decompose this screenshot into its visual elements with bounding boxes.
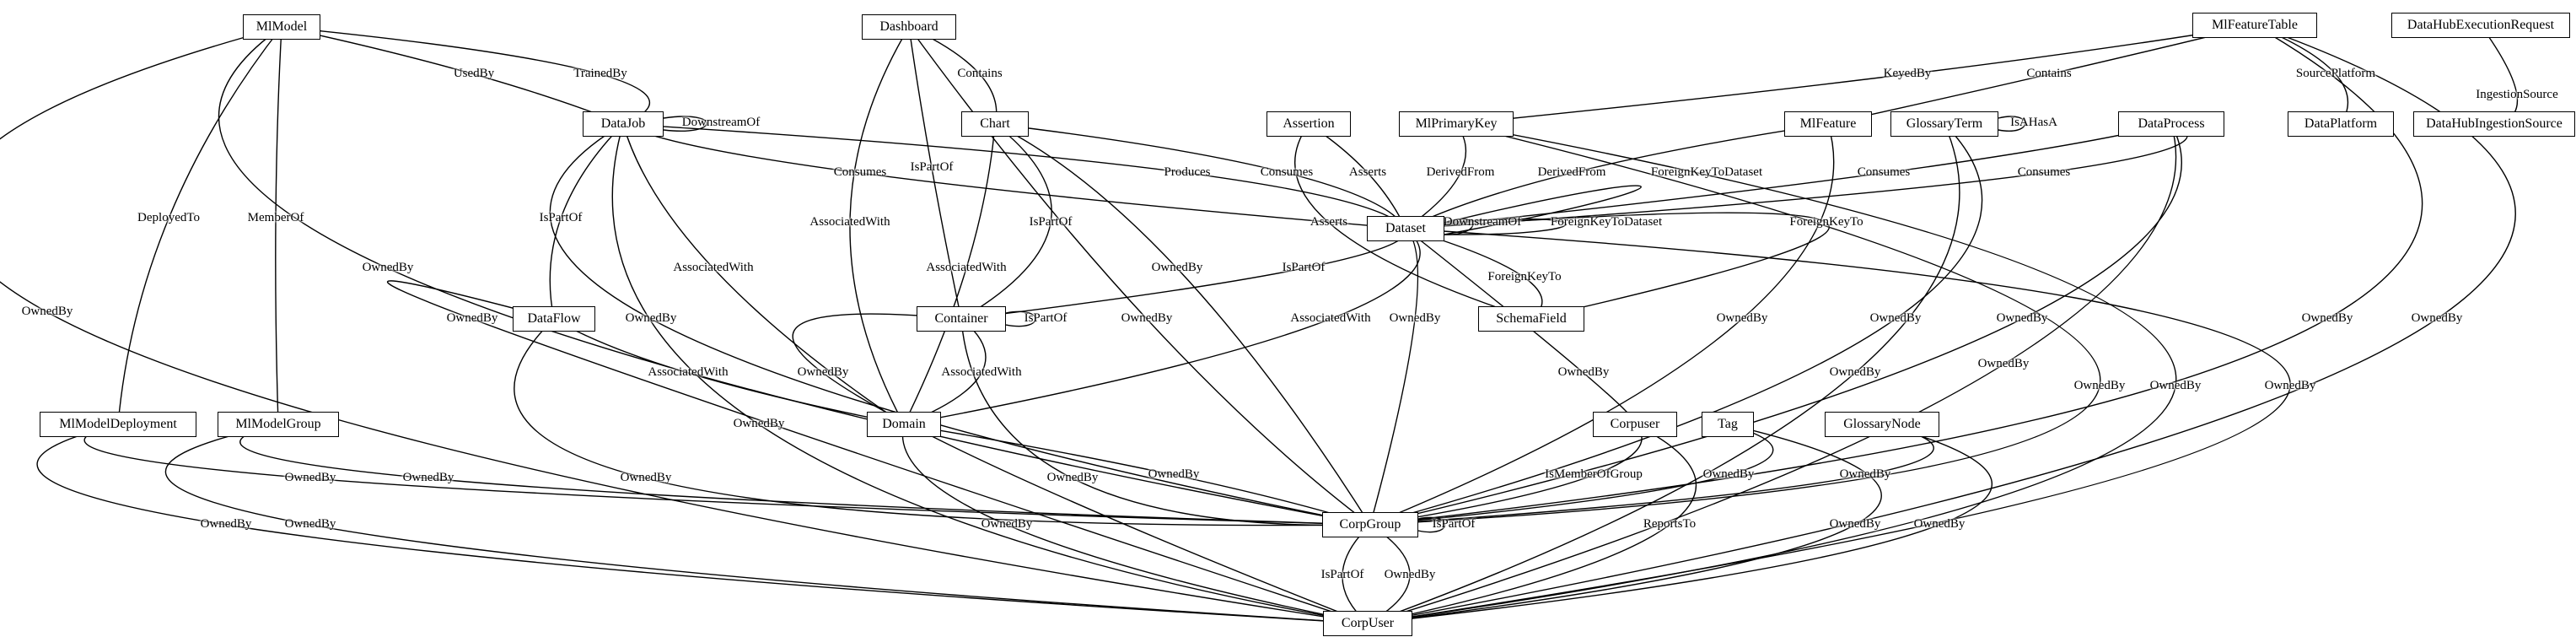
edge-dataset-dataset xyxy=(1444,218,1567,235)
node-dataflow: DataFlow xyxy=(513,306,595,332)
node-corpgroup: CorpGroup xyxy=(1322,512,1418,537)
node-mlmodeldeployment: MlModelDeployment xyxy=(40,412,196,437)
edge-glossarynode-corpgroup xyxy=(1369,424,1934,526)
edge-dataflow-corpgroup xyxy=(514,318,1371,526)
node-datahubingestionsource: DataHubIngestionSource xyxy=(2413,111,2575,137)
node-mlfeature: MlFeature xyxy=(1784,111,1872,137)
edge-corpuser-corpgroup xyxy=(1369,424,1643,526)
edge-mlmodelgroup-corpgroup xyxy=(239,424,1371,526)
edge-mlfeaturetable-mlprimarykey xyxy=(1455,24,2256,125)
node-container: Container xyxy=(917,306,1006,332)
edge-datajob-corpgroup xyxy=(549,123,1371,526)
node-dashboard: Dashboard xyxy=(862,14,956,40)
edge-chart-container xyxy=(960,123,1052,320)
edge-mlmodelgroup-corpuser xyxy=(164,424,1369,624)
edge-chart-dataset xyxy=(994,123,1406,229)
edge-corpgroup-corpuser xyxy=(1367,524,1411,624)
node-corpuser: Corpuser xyxy=(1593,412,1677,437)
edge-dataprocess-dataset xyxy=(1405,123,2188,229)
edge-corpgroup-corpgroup xyxy=(1417,516,1445,533)
edge-dataprocess-dataset xyxy=(1405,123,2172,229)
node-mlprimarykey: MlPrimaryKey xyxy=(1399,111,1514,137)
edge-dataprocess-corpgroup xyxy=(1369,123,2182,526)
edge-dataset-container xyxy=(960,228,1407,320)
node-schemafield: SchemaField xyxy=(1478,306,1584,332)
edge-datahubexecutionrequest-datahubingestionsource xyxy=(2480,24,2519,125)
edge-mlprimarykey-corpgroup xyxy=(1369,123,2101,526)
edge-datajob-corpuser xyxy=(611,123,1369,624)
edge-datajob-domain xyxy=(622,123,905,425)
node-glossarynode: GlossaryNode xyxy=(1825,412,1939,437)
edge-mlprimarykey-corpuser xyxy=(1367,123,2177,624)
node-tag: Tag xyxy=(1702,412,1754,437)
node-mlmodel: MlModel xyxy=(243,14,320,40)
edge-mlfeature-corpgroup xyxy=(1369,123,1835,526)
edge-datajob-datajob xyxy=(663,116,707,132)
edge-container-corpgroup xyxy=(960,318,1371,526)
node-domain: Domain xyxy=(867,412,941,437)
node-dataset: Dataset xyxy=(1367,216,1444,241)
edge-assertion-schemafield xyxy=(1294,123,1532,320)
edge-mlfeaturetable-corpgroup xyxy=(1369,24,2423,526)
edge-glossaryterm-glossaryterm xyxy=(1998,116,2025,132)
edge-domain-corpgroup xyxy=(903,424,1371,526)
node-datahubexecutionrequest: DataHubExecutionRequest xyxy=(2391,13,2570,38)
edge-mlmodeldeployment-corpuser xyxy=(36,424,1369,624)
node-dataprocess: DataProcess xyxy=(2118,111,2224,137)
edge-mlfeature-dataset xyxy=(1405,123,1829,229)
edge-datajob-dataset xyxy=(622,123,1406,229)
edge-dataset-schemafield xyxy=(1405,228,1543,320)
edge-dashboard-container xyxy=(908,26,962,320)
edge-dataset-schemafield xyxy=(1405,212,1830,320)
node-mlmodelgroup: MlModelGroup xyxy=(218,412,339,437)
edge-mlmodel-mlmodeldeployment xyxy=(117,26,282,425)
edge-mlfeaturetable-dataplatform xyxy=(2254,24,2349,125)
edge-glossaryterm-corpgroup xyxy=(1369,123,1983,526)
edge-mlmodel-datajob xyxy=(281,26,624,125)
edge-dashboard-corpgroup xyxy=(908,26,1371,526)
edge-dashboard-domain xyxy=(849,26,910,425)
node-assertion: Assertion xyxy=(1266,111,1351,137)
edge-mlmodel-mlmodelgroup xyxy=(275,26,282,425)
edge-datajob-dataflow xyxy=(549,123,624,320)
edge-chart-corpgroup xyxy=(994,123,1371,526)
edge-mlprimarykey-dataset xyxy=(1405,123,1467,229)
edge-dataflow-domain xyxy=(553,318,905,425)
edge-glossarynode-corpuser xyxy=(1367,424,1993,624)
edge-dataset-corpuser xyxy=(1367,228,2291,624)
edge-dataprocess-corpuser xyxy=(1367,123,2177,624)
edge-container-domain xyxy=(903,318,987,425)
edge-dataflow-corpuser xyxy=(386,280,1369,624)
node-datajob: DataJob xyxy=(583,111,664,137)
edge-glossaryterm-corpuser xyxy=(1367,123,1960,624)
node-mlfeaturetable: MlFeatureTable xyxy=(2192,13,2317,38)
node-chart: Chart xyxy=(961,111,1029,137)
edge-container-corpuser xyxy=(792,313,1369,624)
edge-corpuser-corpuser xyxy=(1367,424,1697,624)
edge-mlmodel-corpgroup xyxy=(218,26,1371,526)
edge-mlmodeldeployment-corpgroup xyxy=(83,424,1371,526)
node-dataplatform: DataPlatform xyxy=(2288,111,2394,137)
edge-mlfeaturetable-mlfeature xyxy=(1827,24,2256,125)
edge-dataset-dataset xyxy=(1444,185,1642,235)
edge-datajob-dataset xyxy=(622,123,1406,229)
edge-container-container xyxy=(1005,310,1036,327)
node-corpuser: CorpUser xyxy=(1323,611,1412,636)
edge-mlmodel-corpuser xyxy=(0,26,1369,624)
edge-mlmodel-datajob xyxy=(281,26,651,125)
edge-dataset-corpgroup xyxy=(1369,228,1419,526)
edge-domain-corpuser xyxy=(901,424,1369,624)
edge-tag-corpgroup xyxy=(1369,424,1774,526)
edge-dataset-domain xyxy=(903,228,1421,425)
edge-corpuser-corpgroup xyxy=(1342,524,1371,624)
node-glossaryterm: GlossaryTerm xyxy=(1890,111,1998,137)
edge-chart-domain xyxy=(903,123,996,425)
edge-tag-corpuser xyxy=(1367,424,1882,624)
